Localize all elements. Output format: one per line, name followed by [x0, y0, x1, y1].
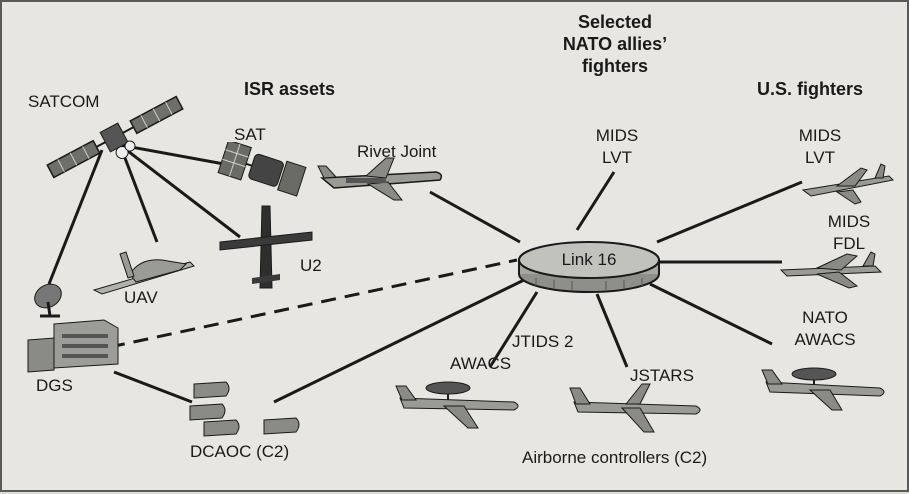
satellite-dish-icon — [34, 283, 62, 318]
link-hub-nato-awacs — [649, 282, 773, 346]
nato-awacs-aircraft-icon — [761, 367, 885, 411]
rivet-joint-aircraft-icon — [317, 157, 443, 201]
link-satcom-dgs — [47, 149, 104, 285]
rivet-joint-label: Rivet Joint — [357, 142, 437, 161]
isr-assets-heading: ISR assets — [244, 79, 336, 99]
satellite-icon — [46, 95, 184, 179]
f15-fighter-icon — [779, 251, 883, 289]
fdl-label: FDL — [832, 234, 866, 253]
us-lvt-label: LVT — [805, 148, 835, 167]
u2-aircraft-icon — [219, 205, 313, 289]
nato-lvt-label: LVT — [602, 148, 632, 167]
u2-label: U2 — [300, 256, 322, 275]
dcaoc-shelters-icon — [189, 381, 300, 437]
fdl-mids-label: MIDS — [827, 212, 871, 231]
jstars-aircraft-icon — [569, 383, 701, 433]
jstars-label: JSTARS — [630, 366, 694, 385]
nato-awacs-label-line1: NATO — [802, 308, 848, 327]
satcom-label: SATCOM — [28, 92, 100, 111]
link-hub-nato-fighters — [575, 171, 616, 231]
airborne-controllers-label: Airborne controllers (C2) — [522, 448, 708, 467]
nato-awacs-label-line2: AWACS — [794, 330, 856, 349]
link-satcom-uav — [118, 144, 159, 243]
f16-fighter-icon — [801, 163, 895, 205]
nato-allies-heading-line3: fighters — [581, 56, 648, 76]
nato-mids-label: MIDS — [595, 126, 639, 145]
us-mids-label: MIDS — [798, 126, 842, 145]
building-icon — [27, 319, 119, 373]
link-satcom-u2 — [119, 143, 241, 239]
dgs-label: DGS — [36, 376, 73, 395]
link-dgs-dcaoc — [113, 370, 193, 404]
awacs-aircraft-icon — [395, 381, 519, 429]
sat-label: SAT — [234, 125, 266, 144]
link-hub-us-lvt — [656, 180, 803, 244]
uav-label: UAV — [124, 288, 158, 307]
us-fighters-heading: U.S. fighters — [757, 79, 864, 99]
link16-label: Link 16 — [561, 250, 617, 269]
link-hub-dcaoc — [273, 278, 525, 404]
nato-allies-heading-line2: NATO allies’ — [562, 34, 668, 54]
link16-hub-icon — [518, 241, 660, 293]
dcaoc-label: DCAOC (C2) — [190, 442, 290, 461]
spy-satellite-icon — [217, 142, 307, 197]
link-satcom-sat — [119, 143, 225, 166]
link-hub-awacs — [488, 291, 539, 368]
link-hub-jstars — [595, 293, 629, 368]
nato-allies-heading-line1: Selected — [577, 12, 653, 32]
uav-icon — [92, 251, 195, 295]
link-hub-dgs-dashed — [109, 258, 518, 349]
jtids2-label: JTIDS 2 — [512, 332, 574, 351]
link-hub-rivet-joint — [429, 190, 521, 244]
awacs-label: AWACS — [450, 354, 512, 373]
